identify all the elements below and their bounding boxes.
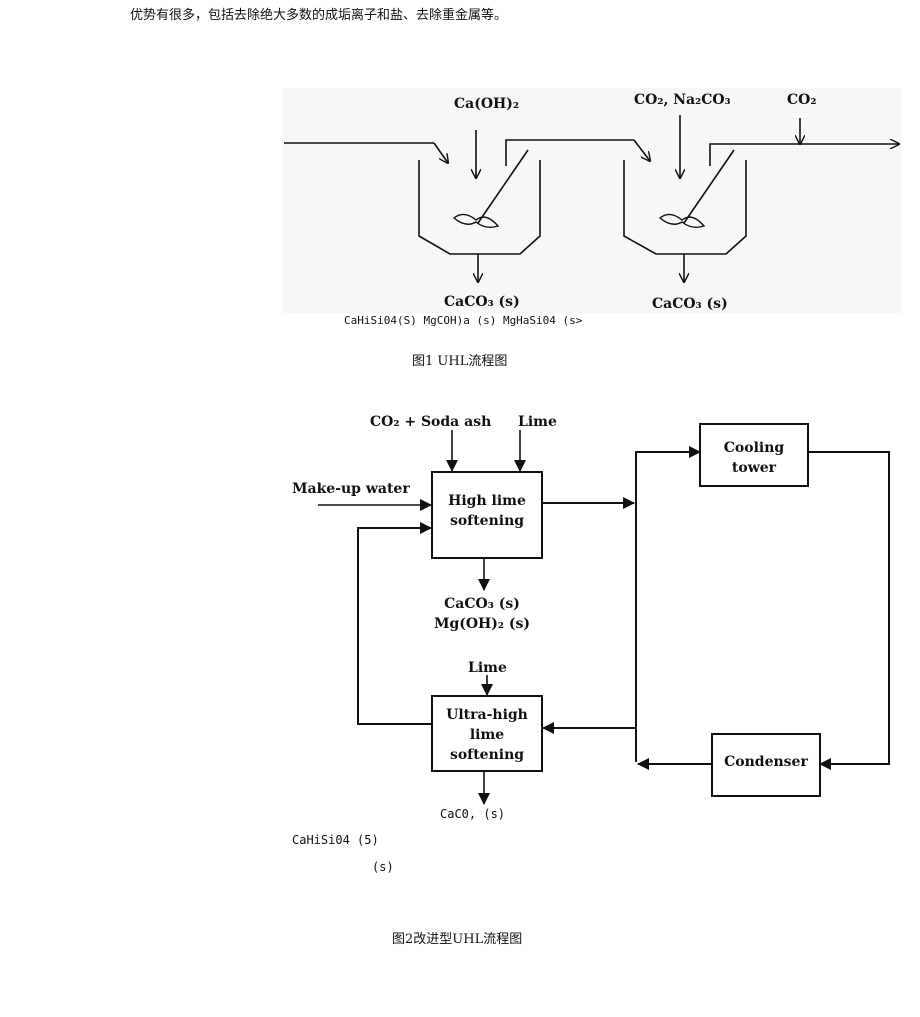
intro-paragraph: 优势有很多，包括去除绝大多数的成垢离子和盐、去除重金属等。: [130, 8, 508, 23]
loop-right-line: [808, 451, 890, 770]
reactor-2-input-label: CO₂, Na₂CO₃: [634, 92, 731, 108]
ultra-high-lime-softening-box: [431, 695, 543, 772]
ultra-output-note: CaC0, (s): [440, 807, 506, 821]
cooling-tower-label-2: tower: [732, 460, 777, 476]
inflow-arrow: [433, 142, 448, 163]
reactor-2-impeller: [658, 213, 706, 229]
ultra-label-3: softening: [450, 747, 524, 763]
loop-left-line: [635, 446, 701, 762]
reactor-2-output-label: CaCO₃ (s): [652, 296, 728, 312]
cooling-tower-label-1: Cooling: [724, 440, 785, 456]
high-lime-label-1: High lime: [448, 493, 526, 509]
lime-mid-label: Lime: [468, 660, 507, 676]
condenser-label: Condenser: [724, 754, 808, 770]
figure2-caption: 图2改进型UHL流程图: [392, 932, 523, 947]
ultra-label-2: lime: [470, 727, 504, 743]
recycle-line: [357, 522, 432, 725]
makeup-water-label: Make-up water: [292, 481, 410, 497]
outlet-co2-label: CO₂: [787, 92, 816, 108]
uhl-process-diagram: Ca(OH)₂ CO₂, Na₂CO₃ CO₂ CaCO₃ (s) CaCO₃ …: [282, 88, 902, 313]
figure2-note-line2: (s): [372, 860, 394, 874]
mgoh2-output-label: Mg(OH)₂ (s): [434, 616, 530, 632]
figure1-caption: 图1 UHL流程图: [412, 354, 508, 369]
modified-uhl-process-diagram: CO₂ + Soda ash Lime Make-up water Lime H…: [292, 414, 890, 805]
reactor-1-vessel: [418, 160, 541, 255]
overflow-line-1: [505, 139, 634, 166]
lime-top-label: Lime: [518, 414, 557, 430]
reactor-2-inlet-arrow: [633, 139, 650, 161]
reactor-1-impeller: [452, 213, 500, 229]
cooling-tower-box: [699, 423, 809, 487]
reactor-2-vessel: [623, 160, 747, 255]
figure1-note: CaHiSi04(S) MgCOH)a (s) MgHaSi04 (s>: [344, 314, 583, 327]
outflow-line: [709, 144, 899, 166]
figure2-note-line1: CaHiSi04 (5): [292, 833, 379, 847]
co2-soda-label: CO₂ + Soda ash: [370, 414, 491, 430]
reactor-1-stirrer: [477, 149, 529, 224]
reactor-2-stirrer: [683, 149, 735, 224]
high-lime-label-2: softening: [450, 513, 524, 529]
high-lime-softening-box: [431, 471, 543, 559]
ultra-label-1: Ultra-high: [446, 707, 528, 723]
reactor-1-input-label: Ca(OH)₂: [454, 96, 519, 112]
reactor-1-output-label: CaCO₃ (s): [444, 294, 520, 310]
caco3-output-label: CaCO₃ (s): [444, 596, 520, 612]
